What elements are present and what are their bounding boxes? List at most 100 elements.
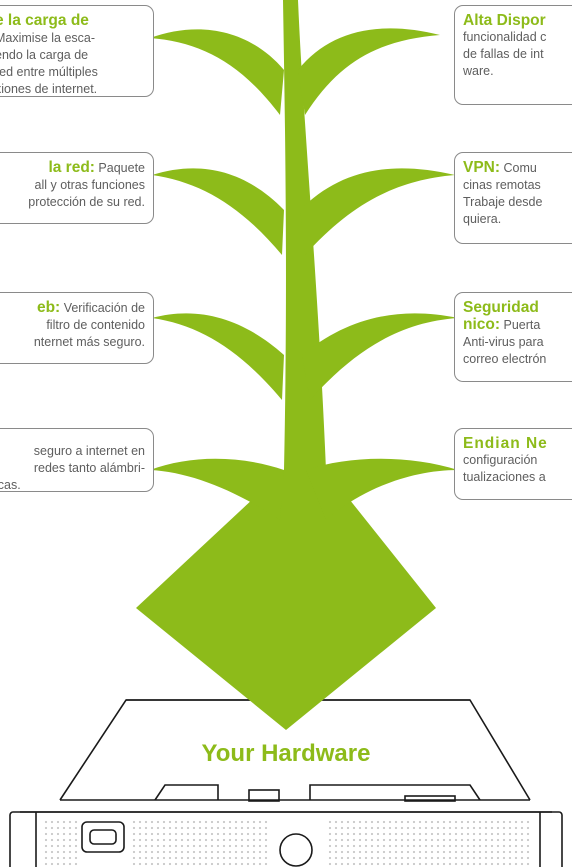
vent-dot <box>156 850 160 854</box>
vent-dot <box>62 832 66 836</box>
vent-dot <box>44 856 48 860</box>
vent-dot <box>394 838 398 842</box>
vent-dot <box>62 826 66 830</box>
vent-dot <box>156 844 160 848</box>
vent-dot <box>382 856 386 860</box>
vent-dot <box>376 862 380 866</box>
vent-dot <box>258 862 262 866</box>
vent-dot <box>358 856 362 860</box>
vent-dot <box>56 844 60 848</box>
vent-dot <box>406 850 410 854</box>
vent-dot <box>502 826 506 830</box>
vent-dot <box>246 862 250 866</box>
vent-dot <box>436 862 440 866</box>
vent-dot <box>132 838 136 842</box>
vent-dot <box>150 862 154 866</box>
vent-dot <box>472 844 476 848</box>
feature-desc-line: correo electrón <box>463 352 547 366</box>
vent-dot <box>412 832 416 836</box>
vent-dot <box>198 826 202 830</box>
vent-dot <box>210 850 214 854</box>
vent-dot <box>252 844 256 848</box>
vent-dot <box>520 832 524 836</box>
vent-dot <box>162 862 166 866</box>
vent-dot <box>334 856 338 860</box>
vent-dot <box>394 844 398 848</box>
vent-dot <box>234 820 238 824</box>
vent-dot <box>388 820 392 824</box>
vent-dot <box>156 820 160 824</box>
vent-dot <box>526 856 530 860</box>
vent-dot <box>192 856 196 860</box>
vent-dot <box>44 826 48 830</box>
vent-dot <box>44 844 48 848</box>
vent-dot <box>180 862 184 866</box>
vent-dot <box>526 850 530 854</box>
vent-dot <box>246 856 250 860</box>
vent-dot <box>264 838 268 842</box>
vent-dot <box>460 826 464 830</box>
vent-dot <box>508 850 512 854</box>
vent-dot <box>478 838 482 842</box>
vent-dot <box>526 820 530 824</box>
vent-dot <box>174 832 178 836</box>
vent-dot <box>234 832 238 836</box>
vent-dot <box>264 850 268 854</box>
vent-dot <box>156 856 160 860</box>
vent-dot <box>520 820 524 824</box>
vent-dot <box>472 856 476 860</box>
vent-dot <box>502 832 506 836</box>
vent-dot <box>352 838 356 842</box>
vent-dot <box>496 820 500 824</box>
vent-dot <box>210 856 214 860</box>
vent-dot <box>162 820 166 824</box>
vent-dot <box>460 862 464 866</box>
vent-dot <box>418 862 422 866</box>
vent-dot <box>246 838 250 842</box>
vent-dot <box>352 862 356 866</box>
vent-dot <box>478 850 482 854</box>
vent-dot <box>198 838 202 842</box>
vent-dot <box>180 820 184 824</box>
vent-dot <box>252 856 256 860</box>
vent-dot <box>186 862 190 866</box>
vent-dot <box>328 850 332 854</box>
vent-dot <box>490 844 494 848</box>
vent-dot <box>520 850 524 854</box>
vent-dot <box>204 862 208 866</box>
vent-dot <box>162 844 166 848</box>
feature-title: la red: <box>48 159 95 176</box>
vent-dot <box>144 820 148 824</box>
vent-dot <box>502 850 506 854</box>
vent-dot <box>496 856 500 860</box>
vent-dot <box>162 838 166 842</box>
vent-dot <box>186 856 190 860</box>
vent-dot <box>382 838 386 842</box>
vent-dot <box>144 844 148 848</box>
vent-dot <box>328 838 332 842</box>
vent-dot <box>264 856 268 860</box>
vent-dot <box>50 844 54 848</box>
vent-dot <box>328 826 332 830</box>
vent-dot <box>436 850 440 854</box>
vent-dot <box>460 832 464 836</box>
vent-dot <box>364 850 368 854</box>
vent-dot <box>490 838 494 842</box>
vent-dot <box>406 844 410 848</box>
vent-dot <box>68 826 72 830</box>
feature-desc-line: de fallas de int <box>463 47 544 61</box>
vent-dot <box>216 838 220 842</box>
vent-dot <box>50 832 54 836</box>
vent-dot <box>418 850 422 854</box>
vent-dot <box>258 820 262 824</box>
vent-dot <box>180 826 184 830</box>
vent-dot <box>370 838 374 842</box>
green-tree-arrow <box>136 0 458 730</box>
vent-dot <box>50 826 54 830</box>
vent-dot <box>328 862 332 866</box>
vent-dot <box>156 832 160 836</box>
vent-dot <box>186 826 190 830</box>
vent-dot <box>346 856 350 860</box>
vent-dot <box>394 826 398 830</box>
